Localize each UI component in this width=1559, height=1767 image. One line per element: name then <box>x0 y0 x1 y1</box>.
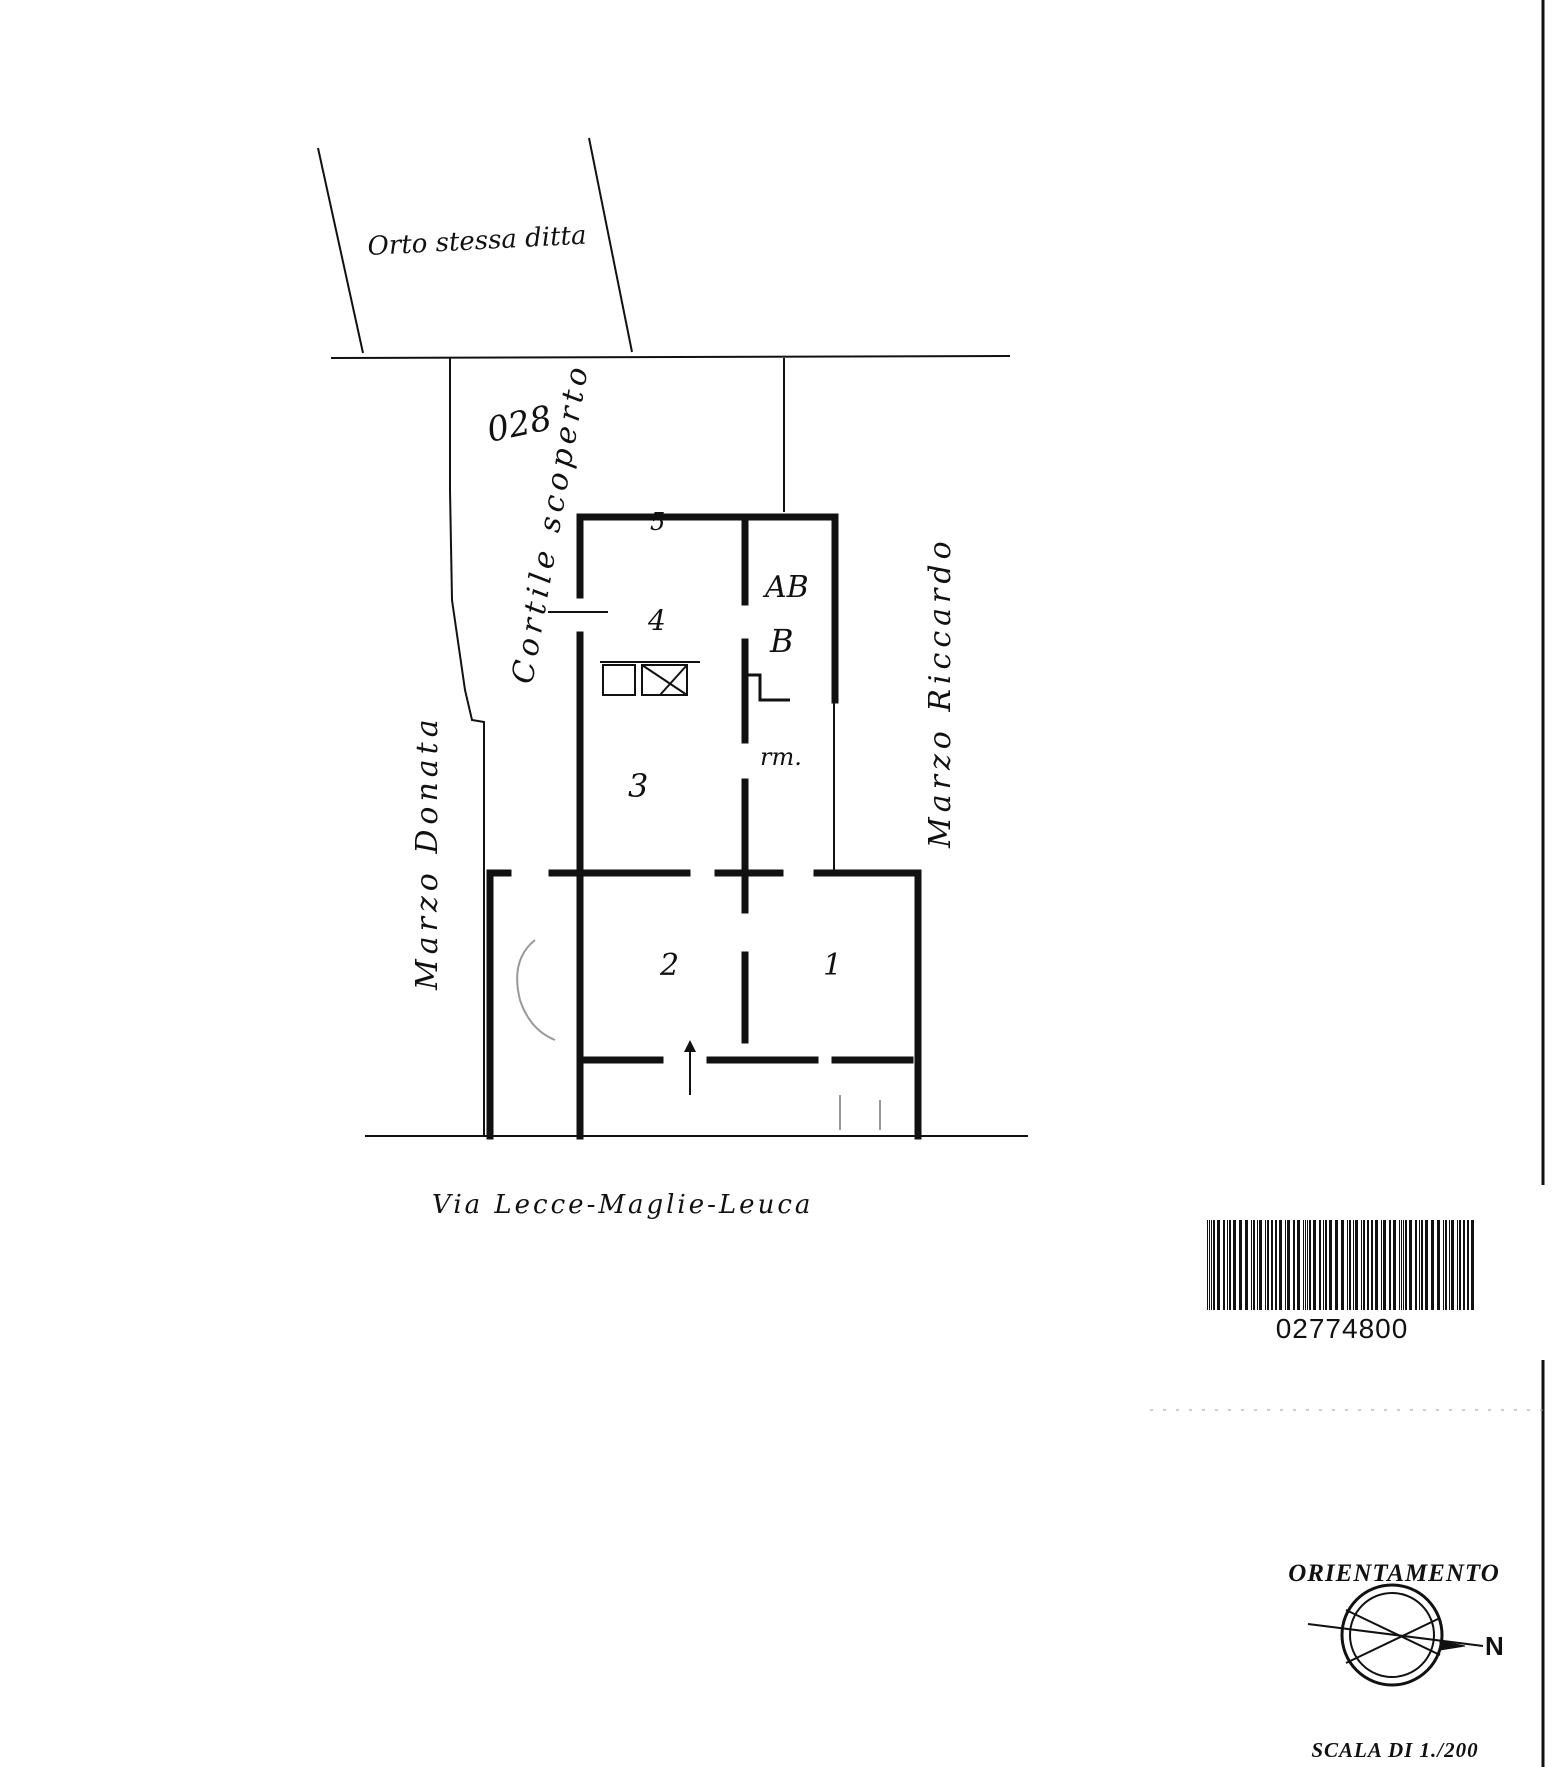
garden-boundary-right <box>588 137 633 353</box>
barcode-bar <box>1251 1220 1252 1310</box>
barcode-bar <box>1463 1220 1465 1310</box>
barcode-bar <box>1329 1220 1332 1310</box>
barcode-bar <box>1305 1220 1306 1310</box>
barcode-bar <box>1451 1220 1454 1310</box>
barcode-bar <box>1363 1220 1365 1310</box>
barcode-bar <box>1425 1220 1428 1310</box>
barcode-bar <box>1353 1220 1354 1310</box>
wc-fixture <box>742 673 790 702</box>
thin-walls <box>548 611 835 870</box>
barcode-bar <box>1265 1220 1266 1310</box>
barcode-bar <box>1415 1220 1417 1310</box>
barcode-bar <box>1297 1220 1300 1310</box>
barcode-bar <box>1209 1220 1210 1310</box>
barcode-bar <box>1405 1220 1407 1310</box>
barcode-bar <box>1313 1220 1316 1310</box>
barcode-bar <box>1437 1220 1440 1310</box>
barcode-bar <box>1371 1220 1373 1310</box>
barcode-bar <box>1349 1220 1351 1310</box>
barcode-bar <box>1403 1220 1404 1310</box>
barcode-bar <box>1419 1220 1420 1310</box>
barcode-bar <box>1217 1220 1220 1310</box>
barcode-bar <box>1207 1220 1208 1310</box>
scale-label: SCALA DI 1./200 <box>1311 1738 1479 1762</box>
barcode-bar <box>1253 1220 1255 1310</box>
barcode-bar <box>1467 1220 1469 1310</box>
barcode-number: 02774800 <box>1275 1313 1409 1344</box>
barcode-bar <box>1393 1220 1396 1310</box>
garden-boundary-left <box>317 147 364 354</box>
barcode-bar <box>1399 1220 1400 1310</box>
barcode-bar <box>1323 1220 1324 1310</box>
corridor-label: rm. <box>760 743 802 771</box>
entrance-arrow-head <box>684 1040 696 1052</box>
barcode-bar <box>1279 1220 1282 1310</box>
barcode <box>1207 1220 1474 1310</box>
barcode-bar <box>1259 1220 1262 1310</box>
room-2-number: 2 <box>659 948 679 983</box>
barcode-bar <box>1341 1220 1344 1310</box>
barcode-bar <box>1361 1220 1362 1310</box>
barcode-bar <box>1459 1220 1461 1310</box>
barcode-bar <box>1381 1220 1382 1310</box>
label-street: Via Lecce-Maglie-Leuca <box>432 1190 813 1220</box>
top-boundary <box>330 355 1011 359</box>
barcode-bar <box>1449 1220 1450 1310</box>
barcode-bar <box>1325 1220 1327 1310</box>
label-garden: Orto stessa ditta <box>367 221 587 262</box>
compass-icon <box>1307 1583 1484 1687</box>
barcode-bar <box>1227 1220 1228 1310</box>
barcode-bar <box>1275 1220 1277 1310</box>
stairs <box>516 939 881 1130</box>
compass-north-label: N <box>1485 1631 1504 1661</box>
label-parcel: 028 <box>484 398 556 451</box>
barcode-bar <box>1383 1220 1386 1310</box>
barcode-bar <box>1213 1220 1215 1310</box>
kitchen-fixtures <box>602 664 688 696</box>
barcode-bar <box>1211 1220 1212 1310</box>
room-4-number: 4 <box>647 604 666 637</box>
barcode-bar <box>1389 1220 1391 1310</box>
barcode-bar <box>1223 1220 1225 1310</box>
barcode-bar <box>1355 1220 1358 1310</box>
wc-label-bottom: B <box>769 622 794 660</box>
barcode-bar <box>1457 1220 1458 1310</box>
label-neighbor-right: Marzo Riccardo <box>923 536 958 849</box>
room-3-number: 3 <box>628 767 648 805</box>
barcode-bar <box>1443 1220 1444 1310</box>
barcode-bar <box>1367 1220 1369 1310</box>
label-neighbor-left: Marzo Donata <box>410 714 445 991</box>
barcode-bar <box>1245 1220 1248 1310</box>
barcode-bar <box>1431 1220 1434 1310</box>
barcode-bar <box>1471 1220 1474 1310</box>
barcode-bar <box>1307 1220 1308 1310</box>
barcode-bar <box>1347 1220 1348 1310</box>
barcode-bar <box>1239 1220 1242 1310</box>
barcode-bar <box>1319 1220 1321 1310</box>
barcode-bar <box>1271 1220 1273 1310</box>
barcode-bar <box>1335 1220 1338 1310</box>
walls <box>486 513 922 1140</box>
barcode-bar <box>1267 1220 1269 1310</box>
room-5-number: 5 <box>650 508 665 536</box>
barcode-bar <box>1401 1220 1402 1310</box>
room-1-number: 1 <box>823 948 842 983</box>
barcode-bar <box>1303 1220 1304 1310</box>
barcode-bar <box>1229 1220 1231 1310</box>
orientation-title: ORIENTAMENTO <box>1288 1560 1500 1587</box>
barcode-bar <box>1375 1220 1378 1310</box>
barcode-bar <box>1257 1220 1258 1310</box>
barcode-bar <box>1445 1220 1447 1310</box>
barcode-bar <box>1233 1220 1236 1310</box>
barcode-bar <box>1421 1220 1423 1310</box>
barcode-bar <box>1409 1220 1412 1310</box>
barcode-bar <box>1309 1220 1311 1310</box>
barcode-bar <box>1293 1220 1295 1310</box>
wc-label-top: AB <box>762 570 809 605</box>
barcode-bar <box>1285 1220 1286 1310</box>
courtyard-boundary-left <box>449 358 485 1135</box>
barcode-bar <box>1287 1220 1290 1310</box>
